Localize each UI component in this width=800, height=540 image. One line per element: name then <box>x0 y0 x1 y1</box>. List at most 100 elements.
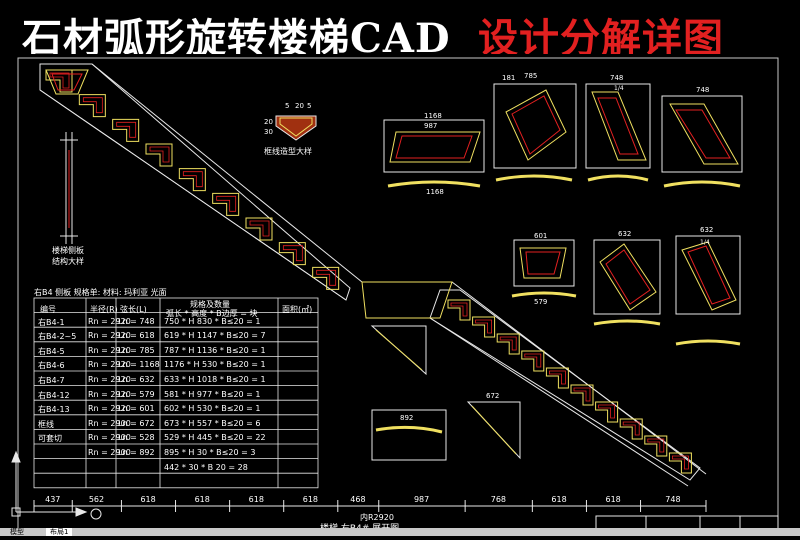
table-cell-radius: Rn = 2920 <box>88 375 131 384</box>
dimension-label: 437 <box>45 495 60 504</box>
part-d <box>661 95 743 188</box>
profile-dim-1: 5 <box>285 102 289 110</box>
dimension-label: 618 <box>195 495 210 504</box>
stair-panel <box>112 118 140 142</box>
triangle-parts <box>370 325 521 461</box>
table-cell-radius: Rn = 2900 <box>88 433 131 443</box>
table-cell-spec: 750 * H 830 * B≤20 = 1 <box>164 316 261 326</box>
profile-dim-2: 20 <box>295 102 304 110</box>
table-cell-id: 右B4-1 <box>38 317 65 327</box>
cad-drawing-canvas[interactable]: 楼梯侧板 结构大样 5 20 5 20 30 框线造型大样 1168 987 1… <box>0 54 800 536</box>
stair-top-edge-2 <box>451 281 707 475</box>
stair-panel <box>644 435 668 457</box>
title-banner: 石材弧形旋转楼梯CAD 设计分解详图 <box>0 0 800 62</box>
part-f-dim-892: 892 <box>400 414 413 422</box>
dimension-label: 768 <box>491 495 506 504</box>
part-g-dim: 632 <box>700 226 713 234</box>
part-a <box>383 119 485 188</box>
stair-panel <box>447 299 471 321</box>
part-b-dim-2: 181 <box>502 74 515 82</box>
stair-panel <box>278 242 306 266</box>
table-cell-radius: Rn = 2920 <box>88 360 131 370</box>
part-d-dim: 748 <box>696 86 709 94</box>
part-f <box>593 239 661 326</box>
table-cell-radius: Rn = 2920 <box>88 404 131 414</box>
dimension-label: 468 <box>350 495 365 504</box>
table-cell-length: Ln = 528 <box>118 433 155 443</box>
table-cell-id: 右B4-6 <box>38 361 65 371</box>
table-cell-length: Ln = 785 <box>118 345 155 355</box>
part-a-dim-1: 1168 <box>424 112 442 120</box>
table-cell-spec: 895 * H 30 * B≤20 = 3 <box>164 448 256 457</box>
table-cell-length: Ln = 672 <box>118 418 155 428</box>
stair-panel <box>312 266 340 290</box>
table-cell-length: Ln = 618 <box>118 331 155 341</box>
dimension-label: 618 <box>140 495 155 504</box>
stair-panel <box>496 333 520 355</box>
table-cell-radius: Rn = 2920 <box>88 389 131 399</box>
stair-panel-top <box>45 69 89 95</box>
dimension-label: 618 <box>249 495 264 504</box>
table-cell-id: 右B4-12 <box>38 390 70 400</box>
part-g <box>675 235 741 346</box>
dimension-label: 987 <box>414 495 429 504</box>
stair-panel <box>545 367 569 389</box>
table-cell-id: 右B4-7 <box>38 376 65 385</box>
ucs-icon <box>11 450 102 520</box>
tab-layout1[interactable]: 布局1 <box>46 528 73 536</box>
table-cell-id: 右B4-13 <box>38 405 70 415</box>
part-e-dim-1: 601 <box>534 232 547 240</box>
part-a-dim-2: 987 <box>424 122 437 130</box>
spec-table <box>33 297 319 489</box>
table-header-radius: 半径(R) <box>90 305 118 314</box>
table-cell-spec: 602 * H 530 * B≤20 = 1 <box>164 404 261 414</box>
dimension-label: 748 <box>665 495 680 504</box>
dimension-label: 562 <box>89 495 104 504</box>
part-g-dim-672: 672 <box>486 392 499 400</box>
table-cell-radius: Rn = 2920 <box>88 331 131 341</box>
section-title: 右B4 侧板 规格单: 材料: 玛利亚 光面 <box>34 287 167 297</box>
table-cell-spec: 442 * 30 * B 20 = 28 <box>164 462 248 472</box>
stair-panel <box>245 217 273 241</box>
stair-panel <box>178 168 206 192</box>
stair-panel <box>145 143 173 167</box>
edge-detail-label-2: 结构大样 <box>52 256 84 266</box>
table-cell-radius: Rn = 2920 <box>88 345 131 355</box>
table-cell-id: 右B4-5 <box>38 346 65 356</box>
tab-model[interactable]: 模型 <box>10 528 24 536</box>
table-cell-spec: 673 * H 557 * B≤20 = 6 <box>164 418 261 428</box>
part-c <box>585 83 651 182</box>
table-cell-radius: Rn = 2900 <box>88 418 131 428</box>
table-cell-id: 框线 <box>38 419 54 429</box>
part-a-dim-3: 1168 <box>426 188 444 196</box>
part-c-dim: 748 <box>610 74 623 82</box>
table-cell-spec: 787 * H 1136 * B≤20 = 1 <box>164 345 266 355</box>
stair-panel <box>570 384 594 406</box>
radius-label: 内R2920 <box>360 512 394 522</box>
part-f-dim: 632 <box>618 230 631 238</box>
table-cell-length: Ln = 892 <box>118 448 155 457</box>
dimension-label: 618 <box>551 495 566 504</box>
table-cell-spec: 619 * H 1147 * B≤20 = 7 <box>164 331 266 341</box>
stair-panel <box>472 316 496 338</box>
stair-panel <box>595 401 619 423</box>
edge-detail <box>60 132 78 244</box>
table-cell-spec: 1176 * H 530 * B≤20 = 1 <box>164 360 266 370</box>
landing-panel <box>361 281 453 319</box>
table-cell-spec: 529 * H 445 * B≤20 = 22 <box>164 433 266 443</box>
stair-panel <box>668 452 692 474</box>
profile-sample <box>275 115 317 141</box>
stair-outline-lower <box>429 289 701 481</box>
profile-dim-3: 5 <box>307 102 311 110</box>
profile-sample-label: 框线造型大样 <box>264 146 312 156</box>
part-e <box>511 239 577 298</box>
table-cell-length: Ln = 748 <box>118 316 155 326</box>
table-cell-radius: Rn = 2900 <box>88 448 131 457</box>
table-header-spec: 规格及数量 <box>190 300 230 309</box>
table-header-id: 编号 <box>40 305 56 314</box>
part-b <box>493 83 577 182</box>
part-e-dim-2: 579 <box>534 298 547 306</box>
table-cell-length: Ln = 579 <box>118 389 155 399</box>
table-header-length: 弦长(L) <box>120 305 147 314</box>
